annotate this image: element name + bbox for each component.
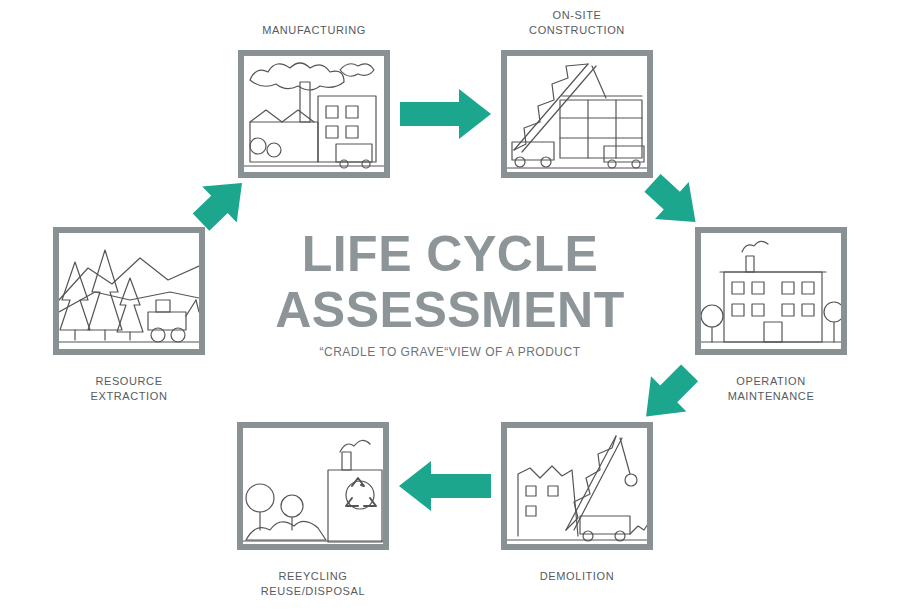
stage-label: RESOURCE EXTRACTION (71, 374, 187, 404)
building-sketch (701, 241, 842, 342)
image-frame (501, 50, 653, 178)
flow-arrow (646, 364, 698, 416)
image-frame (238, 50, 390, 178)
flow-arrow (400, 89, 491, 139)
image-frame (53, 227, 205, 355)
flow-arrow (644, 174, 695, 222)
stage-node: REEYCLING REUSE/DISPOSAL (237, 422, 389, 599)
stage-node: RESOURCE EXTRACTION (53, 227, 205, 404)
stage-node: DEMOLITION (501, 422, 653, 584)
image-frame (695, 227, 847, 355)
image-frame (501, 422, 653, 550)
diagram-title: LIFE CYCLE ASSESSMENT (240, 226, 660, 338)
stage-label: OPERATION MAINTENANCE (713, 374, 829, 404)
forest-sketch (59, 250, 199, 342)
stage-label: DEMOLITION (519, 569, 635, 584)
stage-label: ON-SITE CONSTRUCTION (519, 8, 635, 38)
image-frame (237, 422, 389, 550)
wrecking-sketch (507, 436, 649, 541)
stage-label: REEYCLING REUSE/DISPOSAL (255, 569, 371, 599)
diagram-caption: “CRADLE TO GRAVE“VIEW OF A PRODUCT (240, 344, 660, 360)
flow-arrow (193, 183, 242, 231)
stage-node: MANUFACTURING (238, 23, 390, 178)
factory-sketch (244, 63, 384, 168)
recycling-sketch (243, 440, 384, 542)
stage-label: MANUFACTURING (256, 23, 372, 38)
flow-arrow (399, 461, 491, 511)
crane-sketch (507, 64, 649, 168)
stage-node: ON-SITE CONSTRUCTION (501, 8, 653, 178)
stage-node: OPERATION MAINTENANCE (695, 227, 847, 404)
